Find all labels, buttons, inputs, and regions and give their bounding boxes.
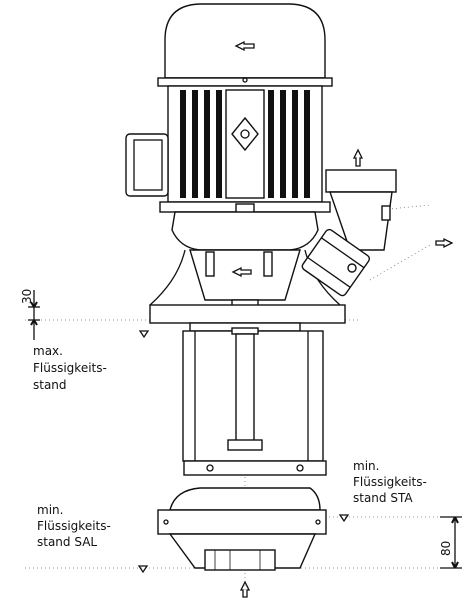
arrow-icon [239, 580, 251, 598]
arrow-icon [234, 40, 255, 52]
max-level-label: max. Flüssigkeits- stand [33, 344, 107, 392]
cooling-fins [180, 90, 310, 198]
arrow-icon [231, 266, 252, 278]
pump-housing [157, 487, 327, 571]
min-level-sal-line-2: Flüssigkeits- [37, 519, 111, 533]
triangle-down-icon [338, 514, 350, 523]
dimension-30: 30 [20, 289, 40, 340]
min-level-sta-line-3: stand STA [353, 491, 413, 505]
min-level-sta-line-1: min. [353, 459, 379, 473]
arrow-icon [435, 237, 454, 249]
max-level-line-1: max. [33, 344, 63, 358]
triangle-down-icon [138, 330, 150, 339]
motor [125, 3, 333, 219]
pump-column [182, 327, 327, 476]
min-level-sal-label: min. Flüssigkeits- stand SAL [37, 503, 111, 549]
min-level-sal-line-3: stand SAL [37, 535, 97, 549]
arrow-icon [352, 148, 364, 167]
dimension-80: 80 [439, 516, 462, 569]
min-level-sta-label: min. Flüssigkeits- stand STA [353, 459, 427, 505]
flow-arrows [231, 40, 454, 598]
mounting-plate [149, 304, 346, 332]
dimension-80-text: 80 [439, 541, 453, 556]
discharge-pipe [301, 169, 397, 297]
max-level-line-3: stand [33, 378, 67, 392]
dimension-30-text: 30 [20, 289, 34, 304]
triangle-down-icon [137, 565, 149, 574]
level-markers [137, 330, 350, 574]
min-level-sal-line-1: min. [37, 503, 63, 517]
bracket [149, 211, 341, 307]
min-level-sta-line-2: Flüssigkeits- [353, 475, 427, 489]
max-level-line-2: Flüssigkeits- [33, 361, 107, 375]
